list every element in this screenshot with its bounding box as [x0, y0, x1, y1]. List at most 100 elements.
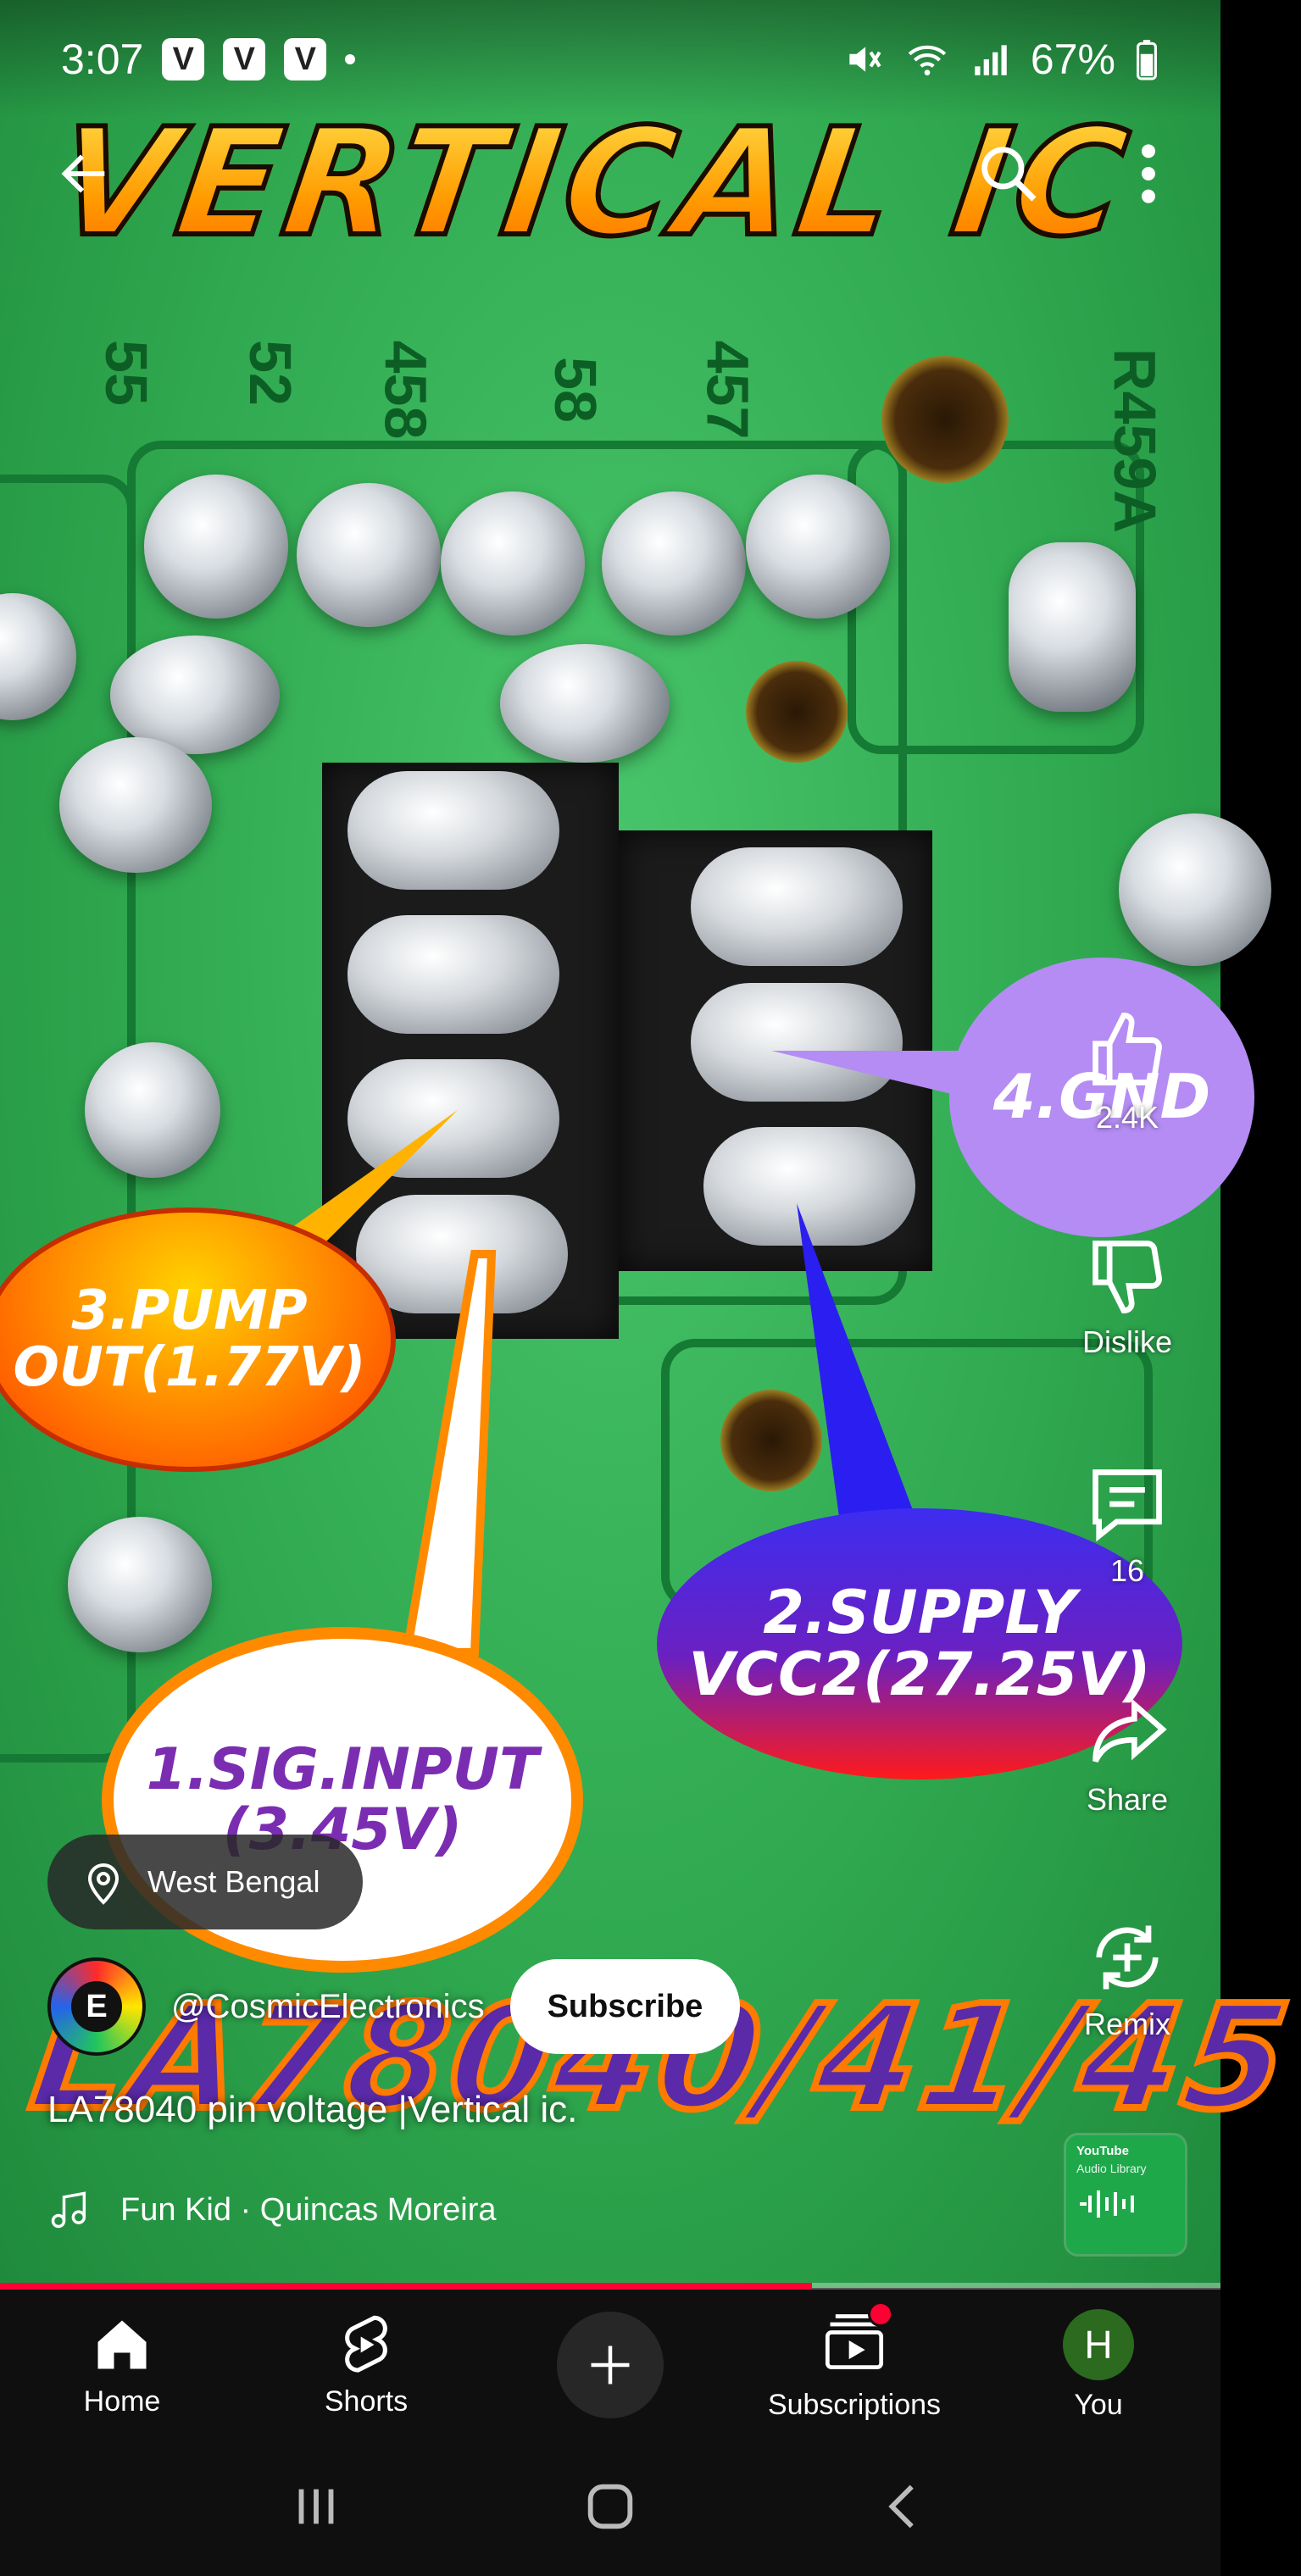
solder-pad: [602, 491, 746, 636]
back-system-button[interactable]: [875, 2477, 934, 2540]
status-time: 3:07: [61, 36, 144, 83]
subscribe-button[interactable]: Subscribe: [509, 1959, 741, 2054]
solder-pad: [1119, 813, 1271, 966]
audio-library-thumbnail[interactable]: YouTube Audio Library: [1066, 2135, 1185, 2254]
more-vertical-icon: [1142, 144, 1155, 203]
video-player[interactable]: 55 52 458 58 457 R459A: [0, 0, 1301, 2288]
gnd-callout: 4.GND: [949, 958, 1254, 1237]
status-bar: 3:07 V V V 67%: [0, 0, 1220, 119]
channel-row: E @CosmicElectronics Subscribe: [47, 1957, 741, 2056]
music-row[interactable]: Fun Kid · Quincas Moreira: [47, 2186, 497, 2234]
supply-callout-tail: [797, 1203, 915, 1517]
pump-callout-tail: [254, 1110, 458, 1254]
more-options-button[interactable]: [1119, 131, 1178, 216]
callout-line: OUT(1.77V): [13, 1336, 366, 1399]
audio-library-line2: Audio Library: [1076, 2162, 1147, 2175]
music-note-icon: [51, 2191, 86, 2229]
subscriptions-icon: [825, 2314, 884, 2370]
solder-pad: [1009, 542, 1136, 712]
like-button[interactable]: 2.4K: [1059, 1008, 1195, 1135]
location-chip[interactable]: West Bengal: [47, 1835, 363, 1929]
via-hole: [720, 1390, 822, 1491]
ic-pin: [703, 1127, 915, 1246]
gnd-callout-tail: [771, 1051, 983, 1102]
home-system-button[interactable]: [581, 2477, 640, 2540]
battery-percent: 67%: [1030, 36, 1115, 83]
nav-home[interactable]: Home: [12, 2312, 232, 2418]
nav-create[interactable]: [500, 2312, 720, 2418]
home-icon: [97, 2320, 147, 2368]
audio-library-line1: YouTube: [1076, 2144, 1129, 2158]
back-button[interactable]: [47, 136, 123, 212]
via-hole: [746, 661, 848, 763]
ic-pin: [356, 1195, 568, 1313]
solder-pad: [85, 1042, 220, 1178]
remix-button[interactable]: Remix: [1059, 1915, 1195, 2042]
nav-shorts-label: Shorts: [324, 2384, 409, 2418]
solder-pad: [441, 491, 585, 636]
comment-icon: [1093, 1469, 1162, 1542]
you-avatar: H: [1063, 2308, 1134, 2380]
thumbs-down-icon: [1093, 1241, 1162, 1314]
nav-you-label: You: [1074, 2388, 1123, 2421]
channel-avatar-letter: E: [71, 1981, 122, 2032]
ic-pin: [347, 915, 559, 1034]
nav-shorts[interactable]: Shorts: [256, 2312, 476, 2418]
notification-icon: V: [223, 38, 266, 80]
notification-icon: V: [284, 38, 327, 80]
video-progress-bar[interactable]: [0, 2283, 1220, 2290]
nav-you[interactable]: H You: [988, 2308, 1209, 2422]
video-progress-fill: [0, 2283, 812, 2290]
chevron-left-icon: [887, 2484, 914, 2528]
dislike-label: Dislike: [1081, 1324, 1172, 1359]
notification-icon: V: [162, 38, 205, 80]
recent-apps-button[interactable]: [286, 2477, 346, 2540]
status-left: 3:07 V V V: [61, 35, 356, 84]
ic-pin: [691, 983, 903, 1102]
solder-pad: [68, 1517, 212, 1652]
callout-tails: [254, 1051, 983, 1657]
ic-pin: [691, 847, 903, 966]
wifi-icon: [908, 45, 947, 75]
share-button[interactable]: Share: [1059, 1690, 1195, 1818]
search-button[interactable]: [966, 131, 1051, 216]
more-notifications-dot: [345, 54, 356, 64]
channel-avatar[interactable]: E: [47, 1957, 146, 2056]
home-square-icon: [587, 2484, 633, 2529]
solder-pad: [144, 475, 288, 619]
plus-icon: [591, 2346, 630, 2384]
callout-line: VCC2(27.25V): [688, 1640, 1151, 1709]
callout-line: 1.SIG.INPUT: [146, 1735, 539, 1803]
system-nav-bar: [0, 2440, 1220, 2576]
solder-pad: [59, 737, 212, 873]
nav-home-label: Home: [83, 2384, 161, 2418]
create-button[interactable]: [557, 2312, 664, 2418]
dislike-button[interactable]: Dislike: [1059, 1233, 1195, 1360]
callout-line: 3.PUMP: [71, 1279, 308, 1342]
recent-apps-icon: [298, 2489, 334, 2523]
input-callout-tail: [402, 1250, 497, 1657]
location-pin-icon: [87, 1863, 120, 1905]
thumbs-up-icon: [1093, 1012, 1162, 1085]
solder-pad: [297, 483, 441, 627]
video-title[interactable]: LA78040 pin voltage |Vertical ic.: [47, 2089, 578, 2130]
solder-pad: [500, 644, 670, 763]
arrow-left-icon: [61, 154, 105, 193]
shorts-icon: [345, 2315, 387, 2373]
remix-icon: [1096, 1925, 1159, 1990]
ic-pin: [347, 1059, 559, 1178]
channel-handle[interactable]: @CosmicElectronics: [171, 1987, 485, 2025]
solder-pad: [110, 636, 280, 754]
like-count: 2.4K: [1095, 1100, 1159, 1135]
callout-line: 2.SUPPLY: [763, 1577, 1076, 1647]
signal-icon: [975, 45, 1007, 75]
solder-pad: [746, 475, 890, 619]
ic-pin: [347, 771, 559, 890]
remix-label: Remix: [1083, 2007, 1170, 2041]
nav-subscriptions[interactable]: Subscriptions: [744, 2301, 965, 2422]
comments-button[interactable]: 16: [1059, 1462, 1195, 1589]
via-hole: [881, 356, 1009, 483]
comment-count: 16: [1109, 1553, 1145, 1588]
